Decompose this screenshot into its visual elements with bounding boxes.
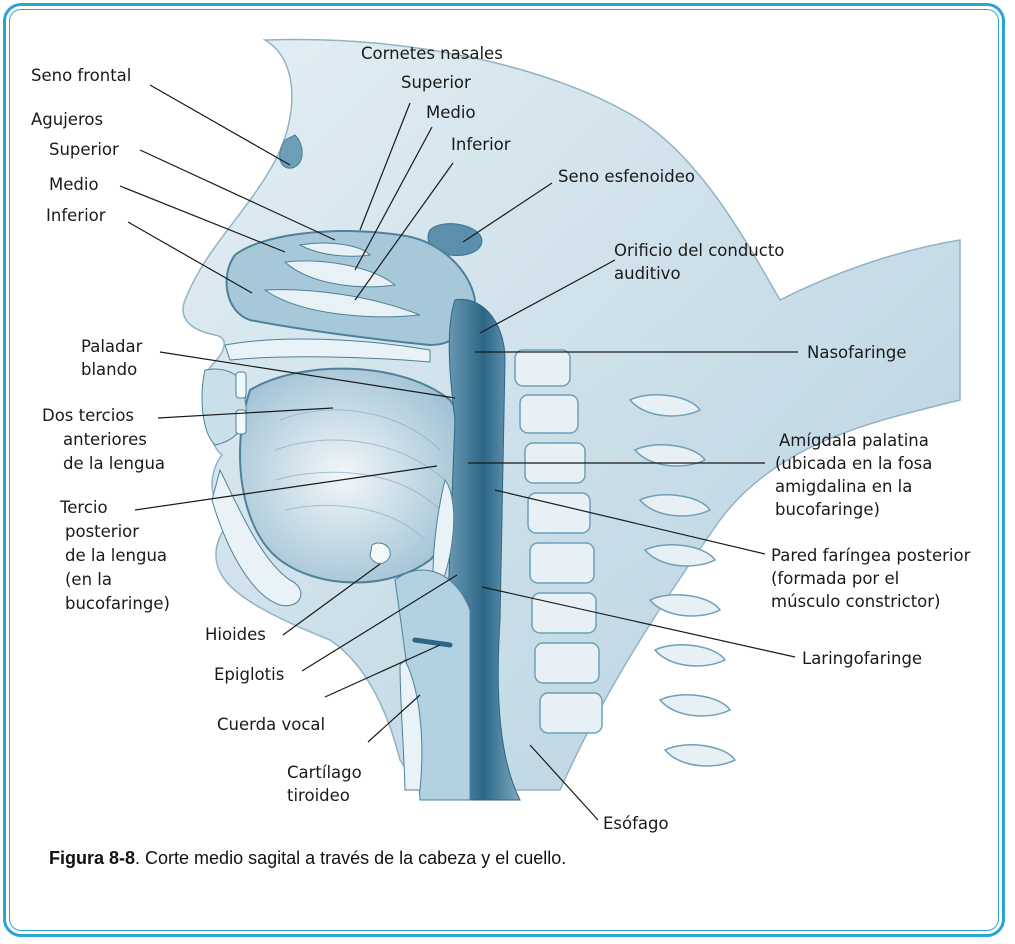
label-pared-line2: (formada por el xyxy=(771,567,899,590)
label-dos-tercios-line3: de la lengua xyxy=(63,452,165,475)
label-amigdala-line1: Amígdala palatina xyxy=(779,429,929,452)
label-amigdala-line3: amigdalina en la xyxy=(775,475,912,498)
label-nasofaringe: Nasofaringe xyxy=(807,341,907,364)
label-cuerda-vocal: Cuerda vocal xyxy=(217,713,325,736)
label-hioides: Hioides xyxy=(205,623,266,646)
label-cornete-inferior: Inferior xyxy=(451,133,511,156)
label-cartilago-line2: tiroideo xyxy=(287,784,350,807)
label-agujero-inferior: Inferior xyxy=(46,204,106,227)
label-amigdala-line2: (ubicada en la fosa xyxy=(775,452,932,475)
label-agujero-superior: Superior xyxy=(49,138,119,161)
label-amigdala-line4: bucofaringe) xyxy=(775,498,880,521)
label-paladar-line1: Paladar xyxy=(81,335,142,358)
label-pared-line3: músculo constrictor) xyxy=(771,590,941,613)
label-pared-line1: Pared faríngea posterior xyxy=(771,544,970,567)
label-orificio-line1: Orificio del conducto xyxy=(614,239,784,262)
frontal-sinus-shape xyxy=(280,135,303,168)
caption-text: . Corte medio sagital a través de la cab… xyxy=(135,848,566,868)
label-tercio-line2: posterior xyxy=(65,520,139,543)
label-tercio-line3: de la lengua xyxy=(65,544,167,567)
label-cornetes-nasales: Cornetes nasales xyxy=(361,42,503,65)
label-tercio-line5: bucofaringe) xyxy=(65,592,170,615)
label-esofago: Esófago xyxy=(603,812,669,835)
label-tercio-line4: (en la xyxy=(65,568,112,591)
figure-number: Figura 8-8 xyxy=(49,848,135,868)
label-orificio-line2: auditivo xyxy=(614,262,681,285)
tooth-upper xyxy=(236,372,246,398)
label-agujeros: Agujeros xyxy=(31,108,103,131)
label-dos-tercios-line1: Dos tercios xyxy=(42,404,134,427)
label-seno-frontal: Seno frontal xyxy=(31,64,131,87)
label-cornete-medio: Medio xyxy=(426,101,476,124)
tongue-shape xyxy=(240,369,467,583)
label-seno-esfenoideo: Seno esfenoideo xyxy=(558,165,695,188)
label-dos-tercios-line2: anteriores xyxy=(63,428,147,451)
label-agujero-medio: Medio xyxy=(49,173,99,196)
figure-caption: Figura 8-8. Corte medio sagital a través… xyxy=(49,848,566,869)
label-laringofaringe: Laringofaringe xyxy=(802,647,922,670)
label-cornete-superior: Superior xyxy=(401,71,471,94)
hyoid-shape xyxy=(370,543,390,563)
label-epiglotis: Epiglotis xyxy=(214,663,284,686)
label-paladar-line2: blando xyxy=(81,358,137,381)
label-tercio-line1: Tercio xyxy=(60,496,108,519)
label-cartilago-line1: Cartílago xyxy=(287,761,362,784)
